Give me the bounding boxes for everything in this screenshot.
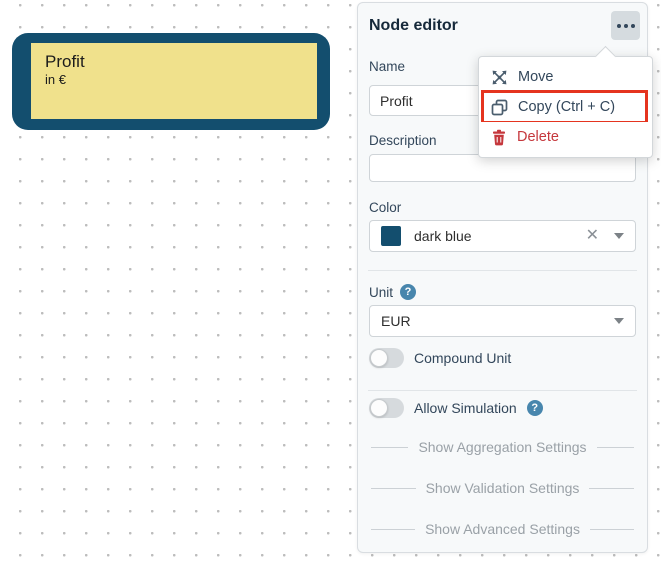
menu-item-delete[interactable]: Delete [479, 122, 652, 152]
unit-label: Unit [369, 284, 394, 300]
compound-unit-toggle-label: Compound Unit [414, 350, 512, 366]
toggle-knob [370, 399, 388, 417]
unit-help-icon[interactable]: ? [400, 284, 417, 300]
description-input[interactable] [369, 154, 636, 182]
node-unit-label: in € [45, 72, 66, 88]
link-label: Show Advanced Settings [425, 521, 580, 537]
allow-simulation-help-icon[interactable]: ? [526, 400, 543, 416]
toggle-knob [370, 349, 388, 367]
chevron-down-icon[interactable] [614, 318, 624, 324]
trash-icon [493, 129, 505, 145]
color-select[interactable]: dark blue ✕ [369, 220, 636, 252]
menu-item-label: Copy (Ctrl + C) [518, 99, 616, 115]
chevron-down-icon[interactable] [614, 233, 624, 239]
unit-select-value: EUR [381, 313, 411, 329]
menu-item-copy[interactable]: Copy (Ctrl + C) [479, 90, 652, 124]
ellipsis-menu-button[interactable] [611, 11, 640, 40]
show-validation-settings-link[interactable]: Show Validation Settings [371, 480, 634, 496]
name-label: Name [369, 59, 406, 74]
description-label: Description [369, 133, 437, 148]
menu-item-move[interactable]: Move [479, 62, 652, 92]
show-advanced-settings-link[interactable]: Show Advanced Settings [371, 521, 635, 537]
link-label: Show Validation Settings [425, 480, 580, 496]
section-divider [368, 390, 637, 391]
link-label: Show Aggregation Settings [418, 439, 587, 455]
canvas-node-profit[interactable]: Profit in € [12, 33, 330, 130]
ellipsis-icon [616, 23, 621, 28]
compound-unit-toggle[interactable] [369, 348, 404, 368]
color-swatch [381, 226, 401, 246]
section-divider [368, 270, 637, 271]
show-aggregation-settings-link[interactable]: Show Aggregation Settings [371, 439, 634, 455]
move-icon [492, 70, 507, 84]
panel-title: Node editor [369, 17, 458, 34]
color-select-value: dark blue [414, 228, 472, 244]
allow-simulation-toggle-label: Allow Simulation [414, 400, 517, 416]
copy-icon [491, 99, 508, 115]
menu-item-label: Delete [517, 129, 559, 145]
color-label: Color [369, 200, 402, 215]
context-menu: Move Copy (Ctrl + C) Delete [478, 45, 653, 158]
allow-simulation-toggle[interactable] [369, 398, 404, 418]
menu-item-label: Move [518, 69, 554, 85]
clear-icon[interactable]: ✕ [585, 227, 599, 244]
node-title: Profit [45, 52, 85, 71]
unit-select[interactable]: EUR [369, 305, 636, 337]
canvas-node-body: Profit in € [31, 43, 317, 119]
